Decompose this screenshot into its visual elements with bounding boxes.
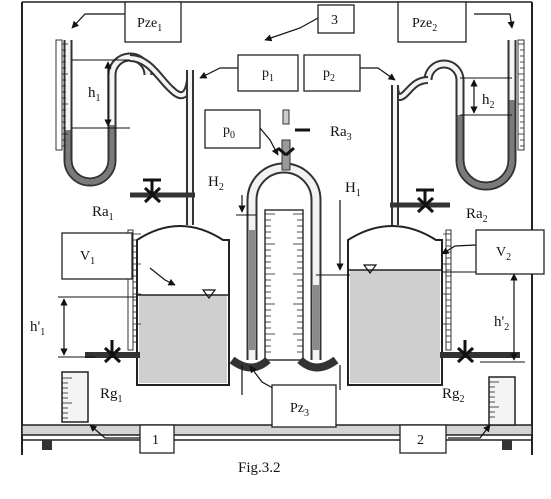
label-ra1: Ra1 xyxy=(92,204,114,223)
label-H1: H1 xyxy=(345,180,361,199)
right-u-tube-manometer xyxy=(391,39,525,225)
svg-text:2: 2 xyxy=(417,433,424,448)
svg-text:Pz3: Pz3 xyxy=(290,401,309,419)
dimension-h2 xyxy=(460,77,512,116)
tank-scale-ticks xyxy=(62,43,524,343)
vessel-scale-ticks xyxy=(62,377,499,419)
box-p0: p0 xyxy=(204,109,261,149)
svg-text:V1: V1 xyxy=(80,249,95,267)
svg-text:p2: p2 xyxy=(323,66,335,84)
box-pz3: Pz3 xyxy=(271,384,337,428)
box-v2: V2 xyxy=(475,229,545,275)
label-ra2: Ra2 xyxy=(466,206,488,225)
box-p1: p1 xyxy=(237,54,299,92)
box-2: 2 xyxy=(399,424,447,454)
valve-ra1 xyxy=(130,178,195,204)
svg-text:Pze2: Pze2 xyxy=(412,16,437,34)
box-1: 1 xyxy=(139,424,175,454)
dimension-hp1 xyxy=(58,296,137,358)
svg-text:p0: p0 xyxy=(223,123,235,141)
label-h1: h1 xyxy=(88,85,101,104)
box-3: 3 xyxy=(317,4,355,34)
label-hp2: h'2 xyxy=(494,314,509,333)
svg-text:1: 1 xyxy=(152,433,159,448)
left-u-tube-manometer xyxy=(55,39,194,225)
right-tank xyxy=(347,225,452,386)
leader-arrows xyxy=(71,13,515,439)
box-pze1: Pze1 xyxy=(124,1,182,43)
box-v1: V1 xyxy=(61,232,133,280)
svg-text:p1: p1 xyxy=(262,66,274,84)
label-ra3: Ra3 xyxy=(330,124,352,143)
dimension-hp2 xyxy=(442,271,525,363)
valve-rg2 xyxy=(440,340,520,364)
vessel-rg1 xyxy=(61,371,89,423)
valve-ra2 xyxy=(390,188,450,214)
dimension-h1 xyxy=(72,59,130,129)
svg-text:Pze1: Pze1 xyxy=(137,16,162,34)
valve-rg1 xyxy=(85,340,140,364)
figure-caption: Fig.3.2 xyxy=(238,460,281,476)
dimension-H2-H1 xyxy=(236,195,350,395)
central-scale-ticks xyxy=(265,213,303,353)
label-H2: H2 xyxy=(208,174,224,193)
label-rg1: Rg1 xyxy=(100,386,123,405)
label-h2: h2 xyxy=(482,92,495,111)
left-tank xyxy=(127,225,230,386)
label-rg2: Rg2 xyxy=(442,386,465,405)
vessel-rg2 xyxy=(488,376,516,426)
svg-text:V2: V2 xyxy=(496,245,511,263)
label-hp1: h'1 xyxy=(30,319,45,338)
svg-text:3: 3 xyxy=(331,13,338,28)
central-inverted-u-tube xyxy=(229,109,339,372)
box-p2: p2 xyxy=(303,54,361,92)
box-pze2: Pze2 xyxy=(397,1,467,43)
